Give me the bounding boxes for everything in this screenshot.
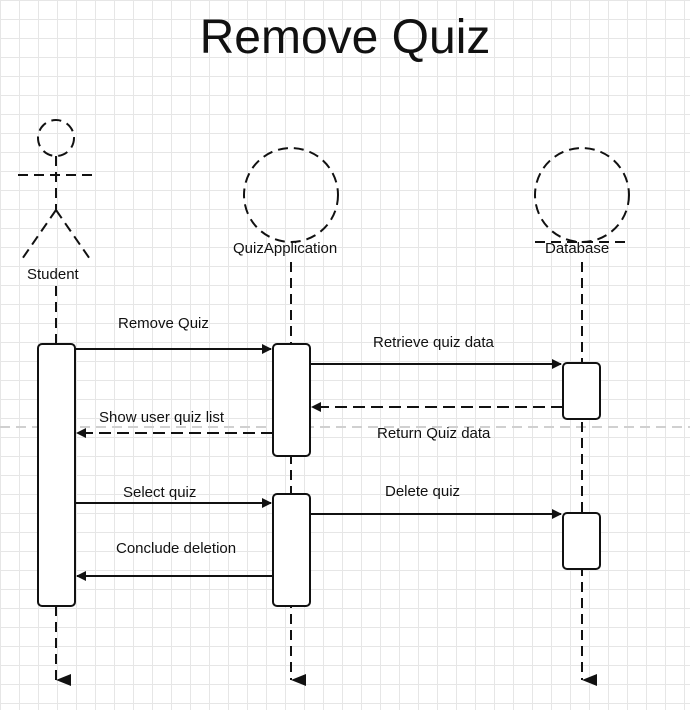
activation-student <box>37 343 76 607</box>
message-label-show-user-quiz-list: Show user quiz list <box>99 409 225 426</box>
activation-database-1 <box>562 362 601 420</box>
participant-label-student: Student <box>27 266 79 283</box>
message-label-delete-quiz: Delete quiz <box>385 483 461 500</box>
activation-quizapplication-1 <box>272 343 311 457</box>
message-label-select-quiz: Select quiz <box>123 484 197 501</box>
quizapplication-participant-icon <box>243 147 339 243</box>
activation-quizapplication-2 <box>272 493 311 607</box>
actor-student-icon <box>18 119 95 263</box>
message-label-remove-quiz: Remove Quiz <box>118 315 209 332</box>
database-participant-icon <box>534 147 630 243</box>
participant-label-database: Database <box>545 240 610 257</box>
participant-label-quizapplication: QuizApplication <box>233 240 338 257</box>
message-label-retrieve-quiz-data: Retrieve quiz data <box>373 334 494 351</box>
activation-database-2 <box>562 512 601 570</box>
diagram-title: Remove Quiz <box>199 11 491 64</box>
message-label-return-quiz-data: Return Quiz data <box>377 425 491 442</box>
message-label-conclude-deletion: Conclude deletion <box>116 540 237 557</box>
